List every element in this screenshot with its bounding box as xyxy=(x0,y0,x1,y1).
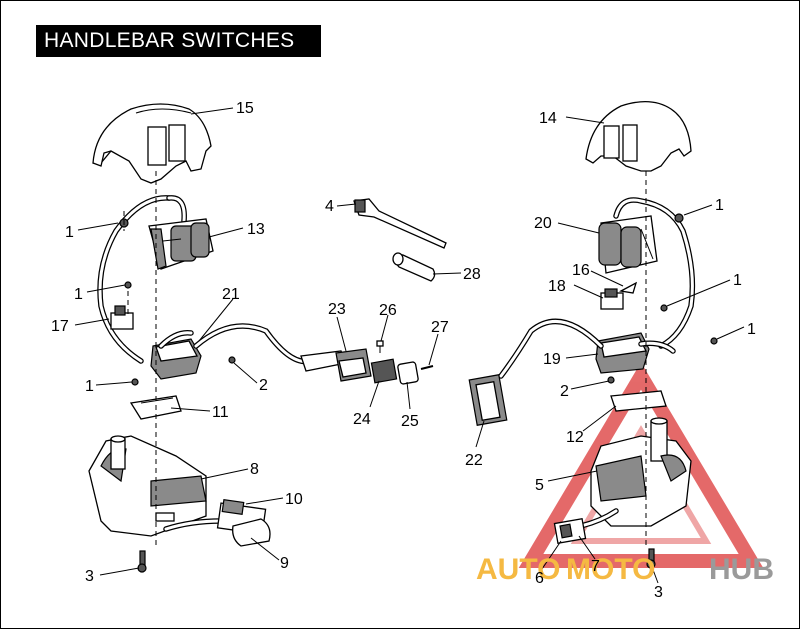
bracket-12 xyxy=(610,390,667,412)
callout-15: 15 xyxy=(236,100,254,117)
callout-10: 10 xyxy=(285,491,303,508)
left-connector-17 xyxy=(110,305,134,330)
tube-28 xyxy=(392,252,436,282)
lower-housing-8 xyxy=(88,435,207,537)
callout-21: 21 xyxy=(222,286,240,303)
callout-27: 27 xyxy=(431,319,449,336)
callout-9: 9 xyxy=(280,555,289,572)
callout-1: 1 xyxy=(715,197,724,214)
cable-strap-4 xyxy=(353,198,447,249)
callout-3: 3 xyxy=(85,568,94,585)
callout-22: 22 xyxy=(465,452,483,469)
screw-26 xyxy=(376,340,384,353)
connector-23 xyxy=(300,348,372,382)
watermark-text-moto: MOTO xyxy=(566,553,655,586)
leader-lines xyxy=(74,107,745,584)
watermark-logo: AUTO MOTO HUB xyxy=(476,553,774,586)
diagram-title: HANDLEBAR SWITCHES xyxy=(36,25,321,57)
lower-housing-5 xyxy=(590,417,692,527)
part-16 xyxy=(619,281,638,294)
callout-23: 23 xyxy=(328,301,346,318)
callout-7: 7 xyxy=(591,558,600,575)
callout-18: 18 xyxy=(548,278,566,295)
pin-27 xyxy=(420,365,434,370)
callout-25: 25 xyxy=(401,413,419,430)
connector-6 xyxy=(553,517,587,545)
callout-1: 1 xyxy=(733,272,742,289)
callout-8: 8 xyxy=(250,461,259,478)
terminal-24 xyxy=(370,358,398,384)
cap-9 xyxy=(232,518,271,547)
connector-22 xyxy=(468,374,508,426)
callout-2: 2 xyxy=(259,377,268,394)
callout-11: 11 xyxy=(212,404,229,421)
seal-25 xyxy=(397,361,419,385)
callout-1: 1 xyxy=(74,286,83,303)
callout-2: 2 xyxy=(560,383,569,400)
callout-labels: 15 1 13 1 21 17 1 2 11 8 10 9 3 4 28 23 … xyxy=(51,100,756,601)
right-switch-housing xyxy=(598,215,658,274)
callout-13: 13 xyxy=(247,221,265,238)
callout-1: 1 xyxy=(747,321,756,338)
callout-4: 4 xyxy=(325,198,334,215)
callout-5: 5 xyxy=(535,477,544,494)
left-switch-housing xyxy=(148,218,214,270)
callout-24: 24 xyxy=(353,411,371,428)
right-screws xyxy=(607,213,718,569)
callout-1: 1 xyxy=(65,224,74,241)
callout-17: 17 xyxy=(51,318,69,335)
callout-19: 19 xyxy=(543,351,561,368)
callout-6: 6 xyxy=(535,570,544,587)
callout-3: 3 xyxy=(654,584,663,601)
right-connector-18 xyxy=(600,288,624,310)
callout-20: 20 xyxy=(534,215,552,232)
left-switch-cap xyxy=(92,103,212,184)
callout-16: 16 xyxy=(572,262,590,279)
callout-14: 14 xyxy=(539,110,557,127)
right-switch-cap xyxy=(585,101,692,172)
callout-28: 28 xyxy=(463,266,481,283)
left-switch-21 xyxy=(150,338,202,380)
callout-26: 26 xyxy=(379,302,397,319)
callout-12: 12 xyxy=(566,429,584,446)
watermark-text-auto: AUTO xyxy=(476,553,560,586)
watermark-text-hub: HUB xyxy=(709,553,774,586)
callout-1: 1 xyxy=(85,378,94,395)
right-switch-19 xyxy=(595,332,650,374)
